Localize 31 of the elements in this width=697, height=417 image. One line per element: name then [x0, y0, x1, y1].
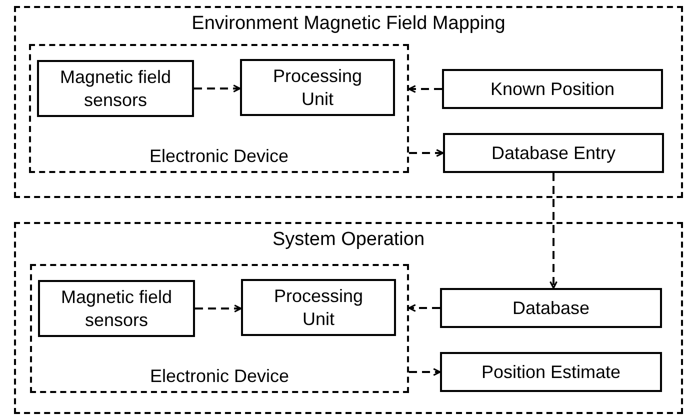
process-box: [440, 288, 662, 328]
dashed-group-frame: [14, 6, 683, 198]
process-box: [442, 69, 663, 109]
group-title: System Operation: [272, 228, 425, 252]
arrow: [409, 368, 441, 376]
group-title: Electronic Device: [148, 144, 290, 167]
box-label: Magnetic field sensors: [58, 66, 172, 111]
arrow: [408, 304, 440, 312]
process-box: [440, 352, 662, 392]
box-label: Processing Unit: [272, 285, 364, 330]
box-label: Position Estimate: [480, 360, 622, 384]
group-title: Electronic Device: [148, 364, 290, 387]
arrow: [195, 304, 242, 312]
dashed-device-frame: [30, 264, 409, 393]
process-box: [38, 280, 195, 337]
box-label: Processing Unit: [272, 65, 364, 110]
box-label: Magnetic field sensors: [60, 286, 174, 331]
arrow: [194, 84, 241, 92]
box-label: Known Position: [489, 78, 616, 100]
dashed-group-frame: [14, 222, 683, 414]
process-box: [241, 279, 396, 336]
box-label: Database: [511, 296, 591, 320]
process-box: [443, 133, 664, 173]
arrow: [550, 173, 558, 289]
arrow: [409, 149, 444, 157]
process-box: [240, 59, 395, 116]
dashed-device-frame: [29, 44, 409, 173]
group-title: Environment Magnetic Field Mapping: [192, 12, 506, 36]
process-box: [37, 60, 194, 117]
box-label: Database Entry: [490, 142, 617, 164]
arrow: [408, 85, 442, 93]
